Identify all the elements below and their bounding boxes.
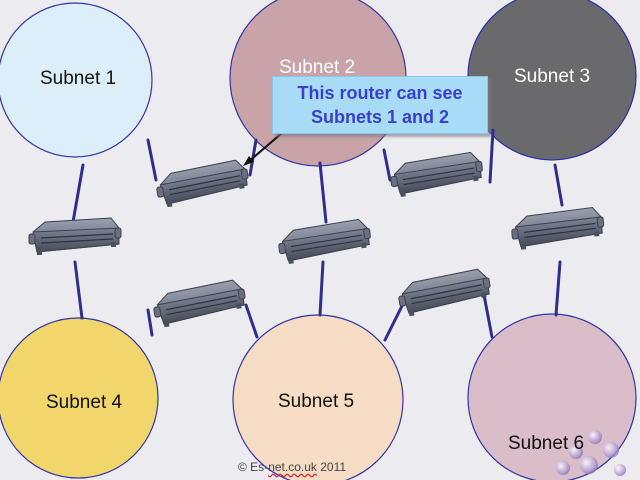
- callout-box: This router can see Subnets 1 and 2: [272, 76, 488, 134]
- callout-line-1: This router can see: [297, 83, 463, 103]
- network-link: [482, 293, 494, 339]
- footer-domain: net.co.uk: [268, 460, 317, 474]
- subnet-5-circle: [232, 314, 404, 480]
- subnet-3-label: Subnet 3: [514, 66, 591, 87]
- subnet-1-circle: [0, 2, 153, 158]
- network-router-icon: [276, 217, 373, 266]
- network-router-icon: [150, 278, 249, 329]
- network-link: [146, 308, 154, 337]
- network-router-icon: [28, 217, 122, 256]
- network-link: [146, 138, 158, 182]
- network-link: [318, 161, 328, 224]
- network-link: [553, 163, 564, 207]
- footer-year: 2011: [320, 460, 347, 474]
- callout-arrowhead: [243, 156, 254, 166]
- network-router-icon: [153, 158, 252, 209]
- subnet-4-label: Subnet 4: [46, 392, 123, 413]
- network-link: [382, 148, 392, 182]
- subnet-4-circle: [0, 317, 159, 479]
- network-router-icon: [395, 267, 494, 318]
- subnet-6-label: Subnet 6: [508, 433, 585, 454]
- subnet-1-label: Subnet 1: [40, 68, 117, 89]
- copyright-footer: © Es-net.co.uk 2011: [238, 460, 346, 474]
- subnet-5-label: Subnet 5: [278, 391, 355, 412]
- callout-line-2: Subnets 1 and 2: [310, 107, 450, 127]
- network-link: [383, 298, 407, 342]
- network-link: [488, 128, 495, 184]
- network-link: [244, 303, 259, 339]
- callout-arrow: [246, 132, 283, 164]
- network-link: [318, 260, 325, 317]
- subnet-2-label: Subnet 2: [279, 57, 356, 78]
- network-link: [71, 163, 85, 224]
- decorative-bubbles: [556, 430, 626, 476]
- footer-prefix: © Es-: [238, 460, 269, 474]
- network-link: [73, 260, 84, 320]
- network-router-icon: [388, 150, 485, 199]
- network-router-icon: [509, 206, 606, 251]
- network-link: [554, 260, 562, 317]
